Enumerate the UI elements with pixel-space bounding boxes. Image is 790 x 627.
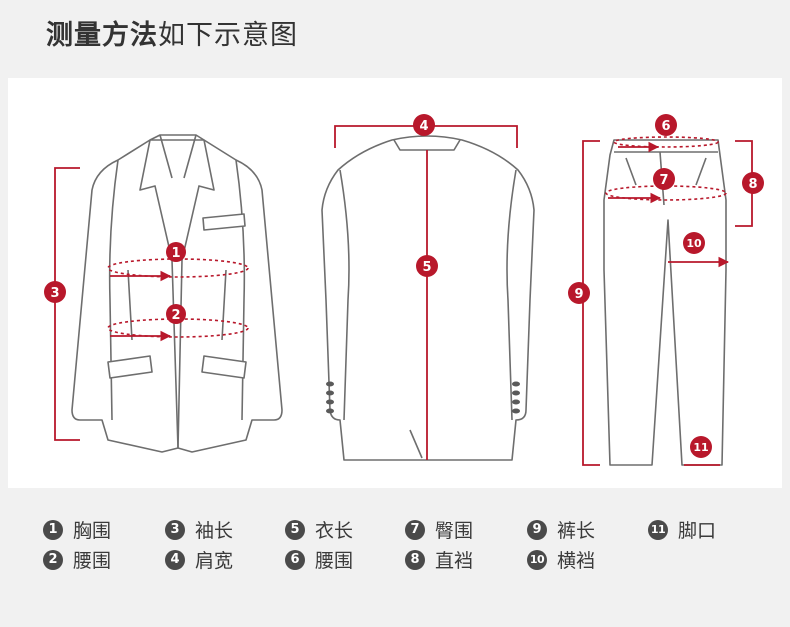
page-title: 测量方法如下示意图: [46, 13, 298, 52]
legend-label: 肩宽: [195, 550, 234, 572]
marker-badges: 1 2 3 4 5 6 7 8 9 10 11: [44, 114, 764, 458]
legend-item-8: 8 直裆: [405, 546, 473, 573]
jacket-front: [71, 134, 283, 453]
legend-label: 直裆: [435, 550, 474, 572]
legend-item-9: 9 裤长: [527, 516, 595, 543]
legend-item-11: 11 脚口: [648, 516, 716, 543]
svg-text:2: 2: [171, 308, 180, 323]
svg-text:1: 1: [171, 246, 180, 261]
legend-item-1: 1 胸围: [43, 516, 111, 543]
legend-badge: 2: [43, 549, 63, 570]
marker-4: 4: [413, 114, 435, 136]
legend-badge: 9: [527, 519, 547, 540]
marker-5: 5: [416, 255, 438, 277]
marker-6: 6: [655, 114, 677, 136]
legend-label: 臀围: [435, 520, 474, 542]
marker-10: 10: [683, 232, 705, 254]
marker-8: 8: [742, 172, 764, 194]
legend-label: 衣长: [315, 520, 354, 542]
svg-text:9: 9: [574, 287, 583, 302]
legend-badge: 1: [43, 519, 63, 540]
svg-text:11: 11: [693, 441, 708, 454]
legend-badge: 10: [527, 549, 547, 570]
title-bold: 测量方法: [46, 20, 158, 51]
legend-badge: 6: [285, 549, 305, 570]
legend-badge: 3: [165, 519, 185, 540]
legend-item-6: 6 腰围: [285, 546, 353, 573]
legend-badge: 11: [648, 519, 668, 540]
legend-item-5: 5 衣长: [285, 516, 353, 543]
legend-item-3: 3 袖长: [165, 516, 233, 543]
legend-label: 脚口: [678, 520, 717, 542]
svg-text:3: 3: [50, 286, 59, 301]
legend-item-10: 10 横裆: [527, 546, 595, 573]
marker-2: 2: [166, 304, 186, 324]
legend-badge: 8: [405, 549, 425, 570]
legend-label: 腰围: [315, 550, 354, 572]
title-normal: 如下示意图: [158, 20, 298, 51]
legend-label: 裤长: [557, 520, 596, 542]
svg-text:6: 6: [661, 119, 670, 134]
svg-text:8: 8: [748, 177, 757, 192]
legend-item-4: 4 肩宽: [165, 546, 233, 573]
legend-label: 袖长: [195, 520, 234, 542]
trousers: [603, 139, 727, 466]
marker-11: 11: [690, 436, 712, 458]
marker-3: 3: [44, 281, 66, 303]
svg-text:4: 4: [419, 119, 428, 134]
legend-label: 胸围: [73, 520, 112, 542]
legend-label: 腰围: [73, 550, 112, 572]
legend-badge: 7: [405, 519, 425, 540]
measurement-loops: [107, 136, 727, 338]
legend-label: 横裆: [557, 550, 596, 572]
marker-9: 9: [568, 282, 590, 304]
legend-badge: 4: [165, 549, 185, 570]
svg-text:10: 10: [686, 237, 702, 250]
jacket-back: [321, 135, 535, 461]
marker-7: 7: [653, 168, 675, 190]
svg-text:5: 5: [422, 260, 431, 275]
legend-item-2: 2 腰围: [43, 546, 111, 573]
svg-text:7: 7: [659, 173, 668, 188]
marker-1: 1: [166, 242, 186, 262]
legend-item-7: 7 臀围: [405, 516, 473, 543]
legend-badge: 5: [285, 519, 305, 540]
measurement-arrows: [110, 141, 730, 342]
